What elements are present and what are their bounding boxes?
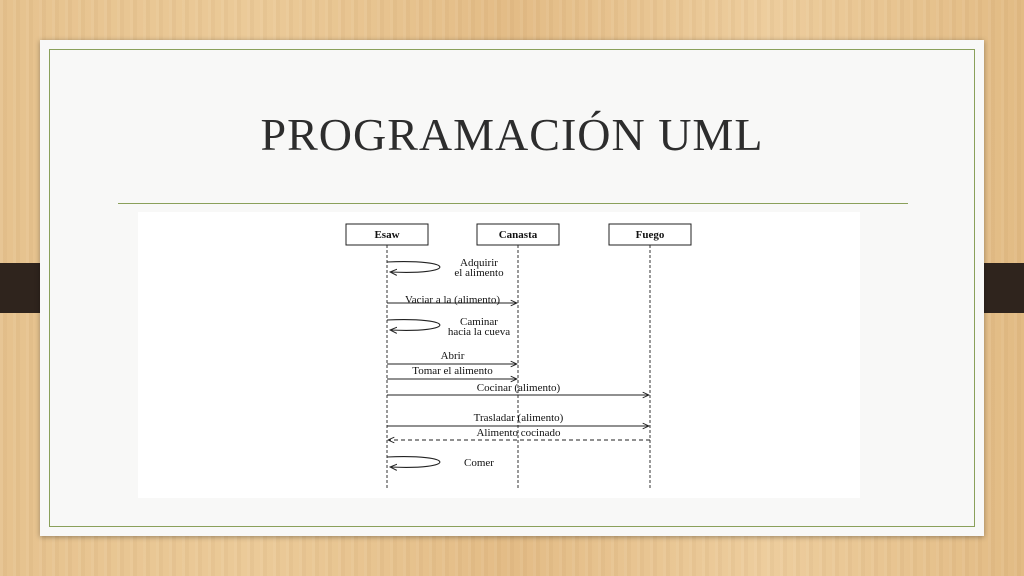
message-label-2-1: hacia la cueva <box>448 326 510 338</box>
message-label-6-0: Trasladar (alimento) <box>474 412 564 424</box>
slide-card: PROGRAMACIÓN UML Esaw Canasta Fuego Adquir… <box>40 40 984 536</box>
message-arrow-2 <box>386 319 441 331</box>
message-label-1-0: Vaciar a la (alimento) <box>405 294 500 306</box>
message-label-8-0: Comer <box>464 457 494 469</box>
participant-label-esaw: Esaw <box>374 229 399 241</box>
participant-box-fuego <box>608 223 692 246</box>
message-label-3-0: Abrir <box>441 350 465 362</box>
message-label-0-1: el alimento <box>454 267 504 279</box>
message-arrow-8 <box>386 456 441 468</box>
message-label-7-0: Alimento cocinado <box>476 427 561 439</box>
slide-title: PROGRAMACIÓN UML <box>260 109 764 160</box>
message-label-5-0: Cocinar (alimento) <box>477 382 561 394</box>
message-label-0-0: Adquirir <box>460 257 498 269</box>
slide-frame <box>49 49 975 527</box>
message-arrow-0 <box>386 261 441 273</box>
participant-label-canasta: Canasta <box>499 229 538 241</box>
participant-label-fuego: Fuego <box>636 229 665 241</box>
participant-box-canasta <box>476 223 560 246</box>
title-divider <box>118 203 908 204</box>
message-label-4-0: Tomar el alimento <box>412 365 493 377</box>
message-label-2-0: Caminar <box>460 316 498 328</box>
participant-box-esaw <box>345 223 429 246</box>
